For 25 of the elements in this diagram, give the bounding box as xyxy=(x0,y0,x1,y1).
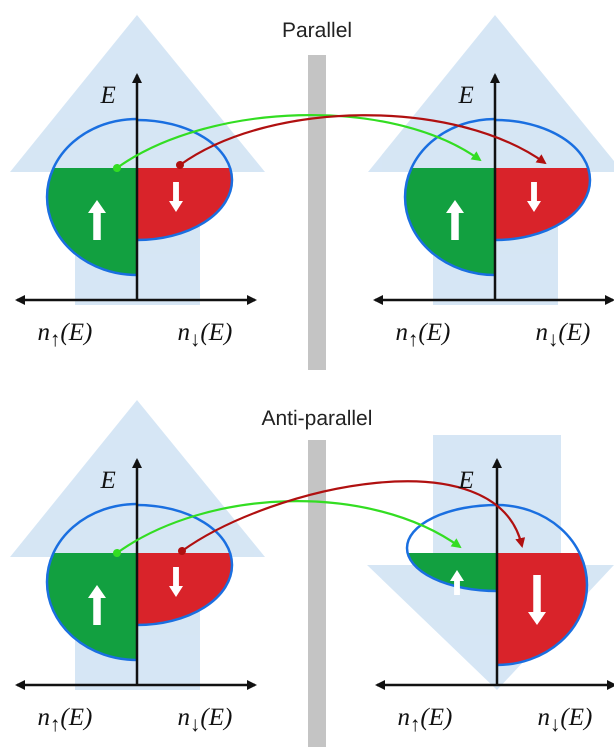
spin-down-band xyxy=(136,504,234,626)
spin-up-band xyxy=(404,118,496,276)
axis-label: n$_{↑}$(E) xyxy=(38,705,92,735)
axis-label: E xyxy=(458,82,474,108)
axis-label: n$_{↑}$(E) xyxy=(38,320,92,350)
transfer-arrow xyxy=(113,500,462,557)
axis-label: E xyxy=(100,468,116,492)
transfer-arrow xyxy=(113,114,482,172)
transfer-arrow xyxy=(178,480,524,555)
heading: Parallel xyxy=(282,20,352,40)
axis-label: n$_{↓}$(E) xyxy=(178,320,232,350)
spin-down-band xyxy=(494,118,592,242)
axis-label: n$_{↑}$(E) xyxy=(398,705,452,735)
axis-label: n$_{↑}$(E) xyxy=(396,320,450,350)
spin-up-band xyxy=(46,118,138,276)
axis-label: n$_{↓}$(E) xyxy=(538,705,592,735)
axis-label: n$_{↓}$(E) xyxy=(178,705,232,735)
axis-label: n$_{↓}$(E) xyxy=(536,320,590,350)
transfer-arrow xyxy=(176,114,547,169)
spin-up-band xyxy=(46,502,138,662)
axis-label: E xyxy=(458,468,474,492)
axis-label: E xyxy=(100,82,116,108)
spin-up-band xyxy=(406,504,498,592)
heading: Anti-parallel xyxy=(262,408,372,428)
spin-down-band xyxy=(136,118,234,242)
